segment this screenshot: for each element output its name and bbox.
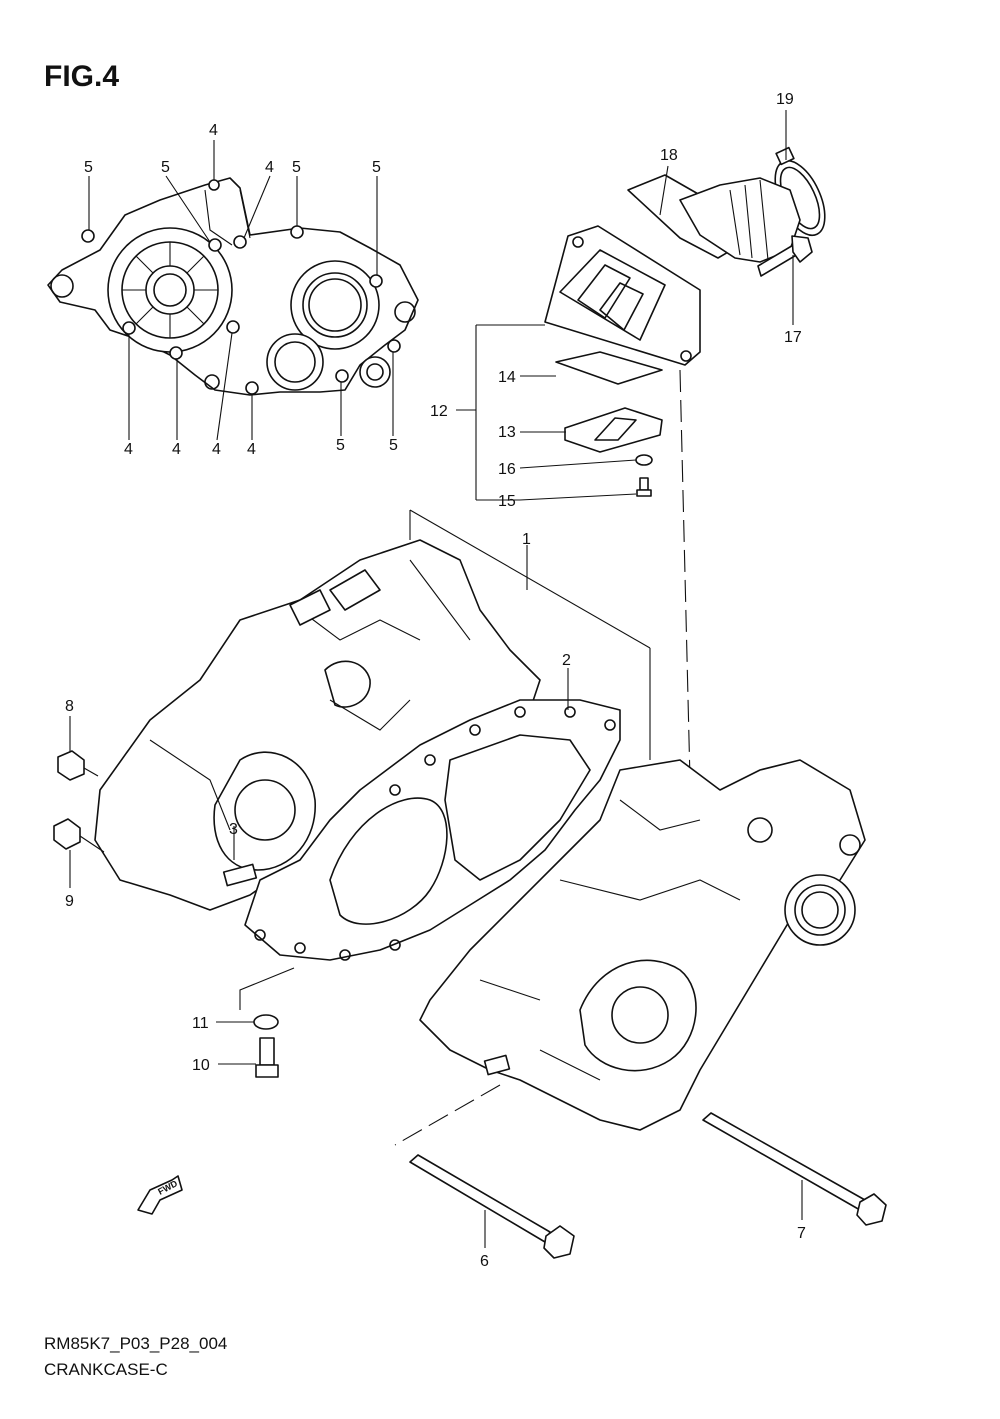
reed-valve-bracket bbox=[456, 110, 794, 781]
callout-6: 6 bbox=[480, 1253, 489, 1270]
callout-12: 12 bbox=[430, 403, 448, 420]
callout-4: 4 bbox=[209, 122, 218, 139]
crankcase-cover-drawing bbox=[47, 177, 419, 396]
callout-14: 14 bbox=[498, 369, 516, 386]
cover-leaders bbox=[88, 140, 394, 441]
callout-5: 5 bbox=[161, 159, 170, 176]
fwd-arrow-icon: FWD bbox=[137, 1175, 183, 1215]
crankcase-right-drawing bbox=[419, 759, 866, 1131]
callout-4: 4 bbox=[124, 441, 133, 458]
fastener-drawings bbox=[53, 716, 887, 1259]
callout-4: 4 bbox=[172, 441, 181, 458]
callout-2: 2 bbox=[562, 652, 571, 669]
callout-5: 5 bbox=[336, 437, 345, 454]
callout-16: 16 bbox=[498, 461, 516, 478]
section-name: CRANKCASE-C bbox=[44, 1360, 168, 1379]
callout-5: 5 bbox=[84, 159, 93, 176]
figure-title: FIG.4 bbox=[44, 60, 120, 93]
crankcase-gasket-drawing bbox=[244, 699, 621, 961]
callout-13: 13 bbox=[498, 424, 516, 441]
callout-5: 5 bbox=[372, 159, 381, 176]
callout-9: 9 bbox=[65, 893, 74, 910]
callout-4: 4 bbox=[247, 441, 256, 458]
intake-assembly-drawing bbox=[544, 146, 826, 497]
callout-1: 1 bbox=[522, 531, 531, 548]
callout-8: 8 bbox=[65, 698, 74, 715]
callout-10: 10 bbox=[192, 1057, 210, 1074]
callout-4: 4 bbox=[212, 441, 221, 458]
callout-11: 11 bbox=[192, 1015, 209, 1032]
callout-18: 18 bbox=[660, 147, 678, 164]
callout-labels: 4 5 5 4 5 5 4 4 4 4 5 5 19 18 17 14 12 1… bbox=[65, 91, 806, 1270]
callout-19: 19 bbox=[776, 91, 794, 108]
model-code: RM85K7_P03_P28_004 bbox=[44, 1334, 228, 1353]
crankcase-bracket bbox=[239, 509, 651, 1146]
crankcase-left-drawing bbox=[94, 539, 541, 911]
callout-4: 4 bbox=[265, 159, 274, 176]
callout-5: 5 bbox=[292, 159, 301, 176]
callout-5: 5 bbox=[389, 437, 398, 454]
callout-17: 17 bbox=[784, 329, 802, 346]
callout-3: 3 bbox=[229, 821, 238, 838]
callout-15: 15 bbox=[498, 493, 516, 510]
callout-7: 7 bbox=[797, 1225, 806, 1242]
